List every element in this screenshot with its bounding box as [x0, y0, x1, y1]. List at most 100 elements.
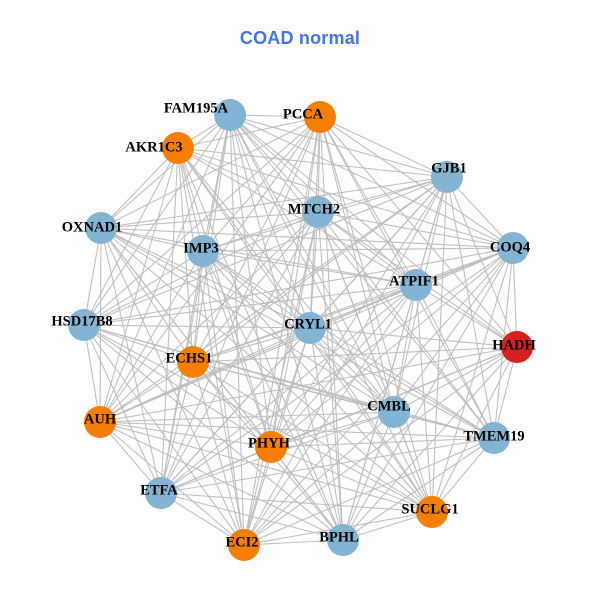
graph-edge [99, 421, 272, 448]
graph-node-echs1[interactable] [177, 346, 209, 378]
graph-node-auh[interactable] [84, 406, 116, 438]
graph-node-label-gjb1: GJB1 [431, 160, 466, 176]
graph-node-etfa[interactable] [145, 477, 177, 509]
graph-node-mtch2[interactable] [302, 196, 334, 228]
graph-edge [160, 361, 194, 494]
graph-edge [83, 324, 272, 448]
figure-title: COAD normal [239, 28, 361, 48]
graph-node-suclg1[interactable] [416, 496, 448, 528]
graph-edge [229, 114, 514, 249]
graph-node-akr1c3[interactable] [162, 132, 194, 164]
graph-edge [177, 147, 448, 178]
graph-node-phyh[interactable] [255, 431, 287, 463]
graph-edge [192, 247, 514, 363]
graph-edge [309, 327, 518, 348]
graph-edge [319, 116, 518, 348]
graph-node-label-auh: AUH [84, 411, 117, 427]
graph-edge [160, 114, 231, 494]
graph-edge [192, 327, 311, 363]
graph-node-label-pcca: PCCA [283, 106, 324, 122]
graph-edge [83, 324, 162, 494]
graph-node-label-etfa: ETFA [140, 482, 178, 498]
graph-edge [100, 227, 514, 249]
graph-edge [177, 147, 319, 213]
graph-edge [99, 421, 495, 439]
graph-edge [243, 176, 448, 546]
graph-node-tmem19[interactable] [478, 422, 510, 454]
graph-edge [177, 147, 395, 413]
graph-edge [415, 284, 433, 513]
graph-node-label-atpif1: ATPIF1 [389, 273, 439, 289]
graph-edge [100, 227, 162, 494]
graph-edge [319, 116, 344, 541]
graph-edge [317, 176, 448, 213]
graph-edge [99, 250, 204, 423]
graph-node-label-bphl: BPHL [319, 529, 359, 545]
graph-edge [431, 247, 514, 513]
graph-edge [446, 176, 514, 249]
graph-edge [243, 211, 319, 546]
graph-edge [160, 492, 344, 541]
graph-edge [192, 361, 245, 546]
graph-edge [83, 324, 311, 329]
graph-node-coq4[interactable] [497, 232, 529, 264]
graph-edge [431, 346, 518, 513]
graph-edge [393, 411, 433, 513]
graph-edge [202, 250, 495, 439]
graph-node-atpif1[interactable] [400, 269, 432, 301]
graph-node-bphl[interactable] [327, 524, 359, 556]
graph-edge [317, 211, 417, 286]
graph-edge [83, 284, 417, 326]
graph-edge [270, 446, 433, 513]
graph-edge [160, 446, 272, 494]
graph-node-pcca[interactable] [304, 101, 336, 133]
graph-edge [202, 250, 417, 286]
graph-edge [309, 327, 495, 439]
graph-node-oxnad1[interactable] [85, 212, 117, 244]
graph-edge [100, 176, 448, 229]
graph-edge [243, 539, 344, 546]
graph-node-gjb1[interactable] [431, 161, 463, 193]
graph-node-hsd17b8[interactable] [68, 309, 100, 341]
graph-edge [270, 284, 417, 448]
graph-node-label-phyh: PHYH [248, 435, 291, 451]
graph-edge [243, 411, 395, 546]
graph-node-fam195a[interactable] [214, 99, 246, 131]
graph-edge [229, 114, 448, 178]
graph-edge [160, 492, 433, 513]
graph-node-hadh[interactable] [501, 331, 533, 363]
graph-edge [342, 411, 395, 541]
graph-node-label-suclg1: SUCLG1 [401, 501, 458, 517]
graph-edge [270, 176, 448, 448]
graph-edge [83, 324, 245, 546]
graph-edge [177, 147, 245, 546]
graph-edge [431, 176, 448, 513]
graph-edge [393, 411, 495, 439]
graph-edge [100, 227, 245, 546]
graph-node-imp3[interactable] [187, 235, 219, 267]
graph-edge [99, 147, 179, 423]
graph-edge [393, 247, 514, 413]
graph-edge [100, 227, 204, 252]
graph-node-cmbl[interactable] [378, 396, 410, 428]
graph-edge [202, 116, 321, 252]
graph-node-eci2[interactable] [228, 529, 260, 561]
graph-edge [270, 446, 344, 541]
graph-edge [393, 284, 417, 413]
graph-edge [99, 411, 395, 423]
graph-edge [83, 324, 194, 363]
graph-node-label-hsd17b8: HSD17B8 [51, 313, 112, 329]
graph-edge [229, 114, 319, 213]
graph-edge [192, 361, 433, 513]
graph-node-label-cryl1: CRYL1 [284, 316, 332, 332]
graph-node-cryl1[interactable] [294, 312, 326, 344]
graph-edge [160, 284, 417, 494]
graph-edge [100, 227, 417, 286]
graph-edge [319, 116, 395, 413]
graph-edge [83, 324, 495, 439]
graph-node-label-imp3: IMP3 [183, 240, 218, 256]
graph-edge [177, 147, 204, 252]
graph-edge [202, 250, 311, 329]
graph-edge [270, 411, 395, 448]
